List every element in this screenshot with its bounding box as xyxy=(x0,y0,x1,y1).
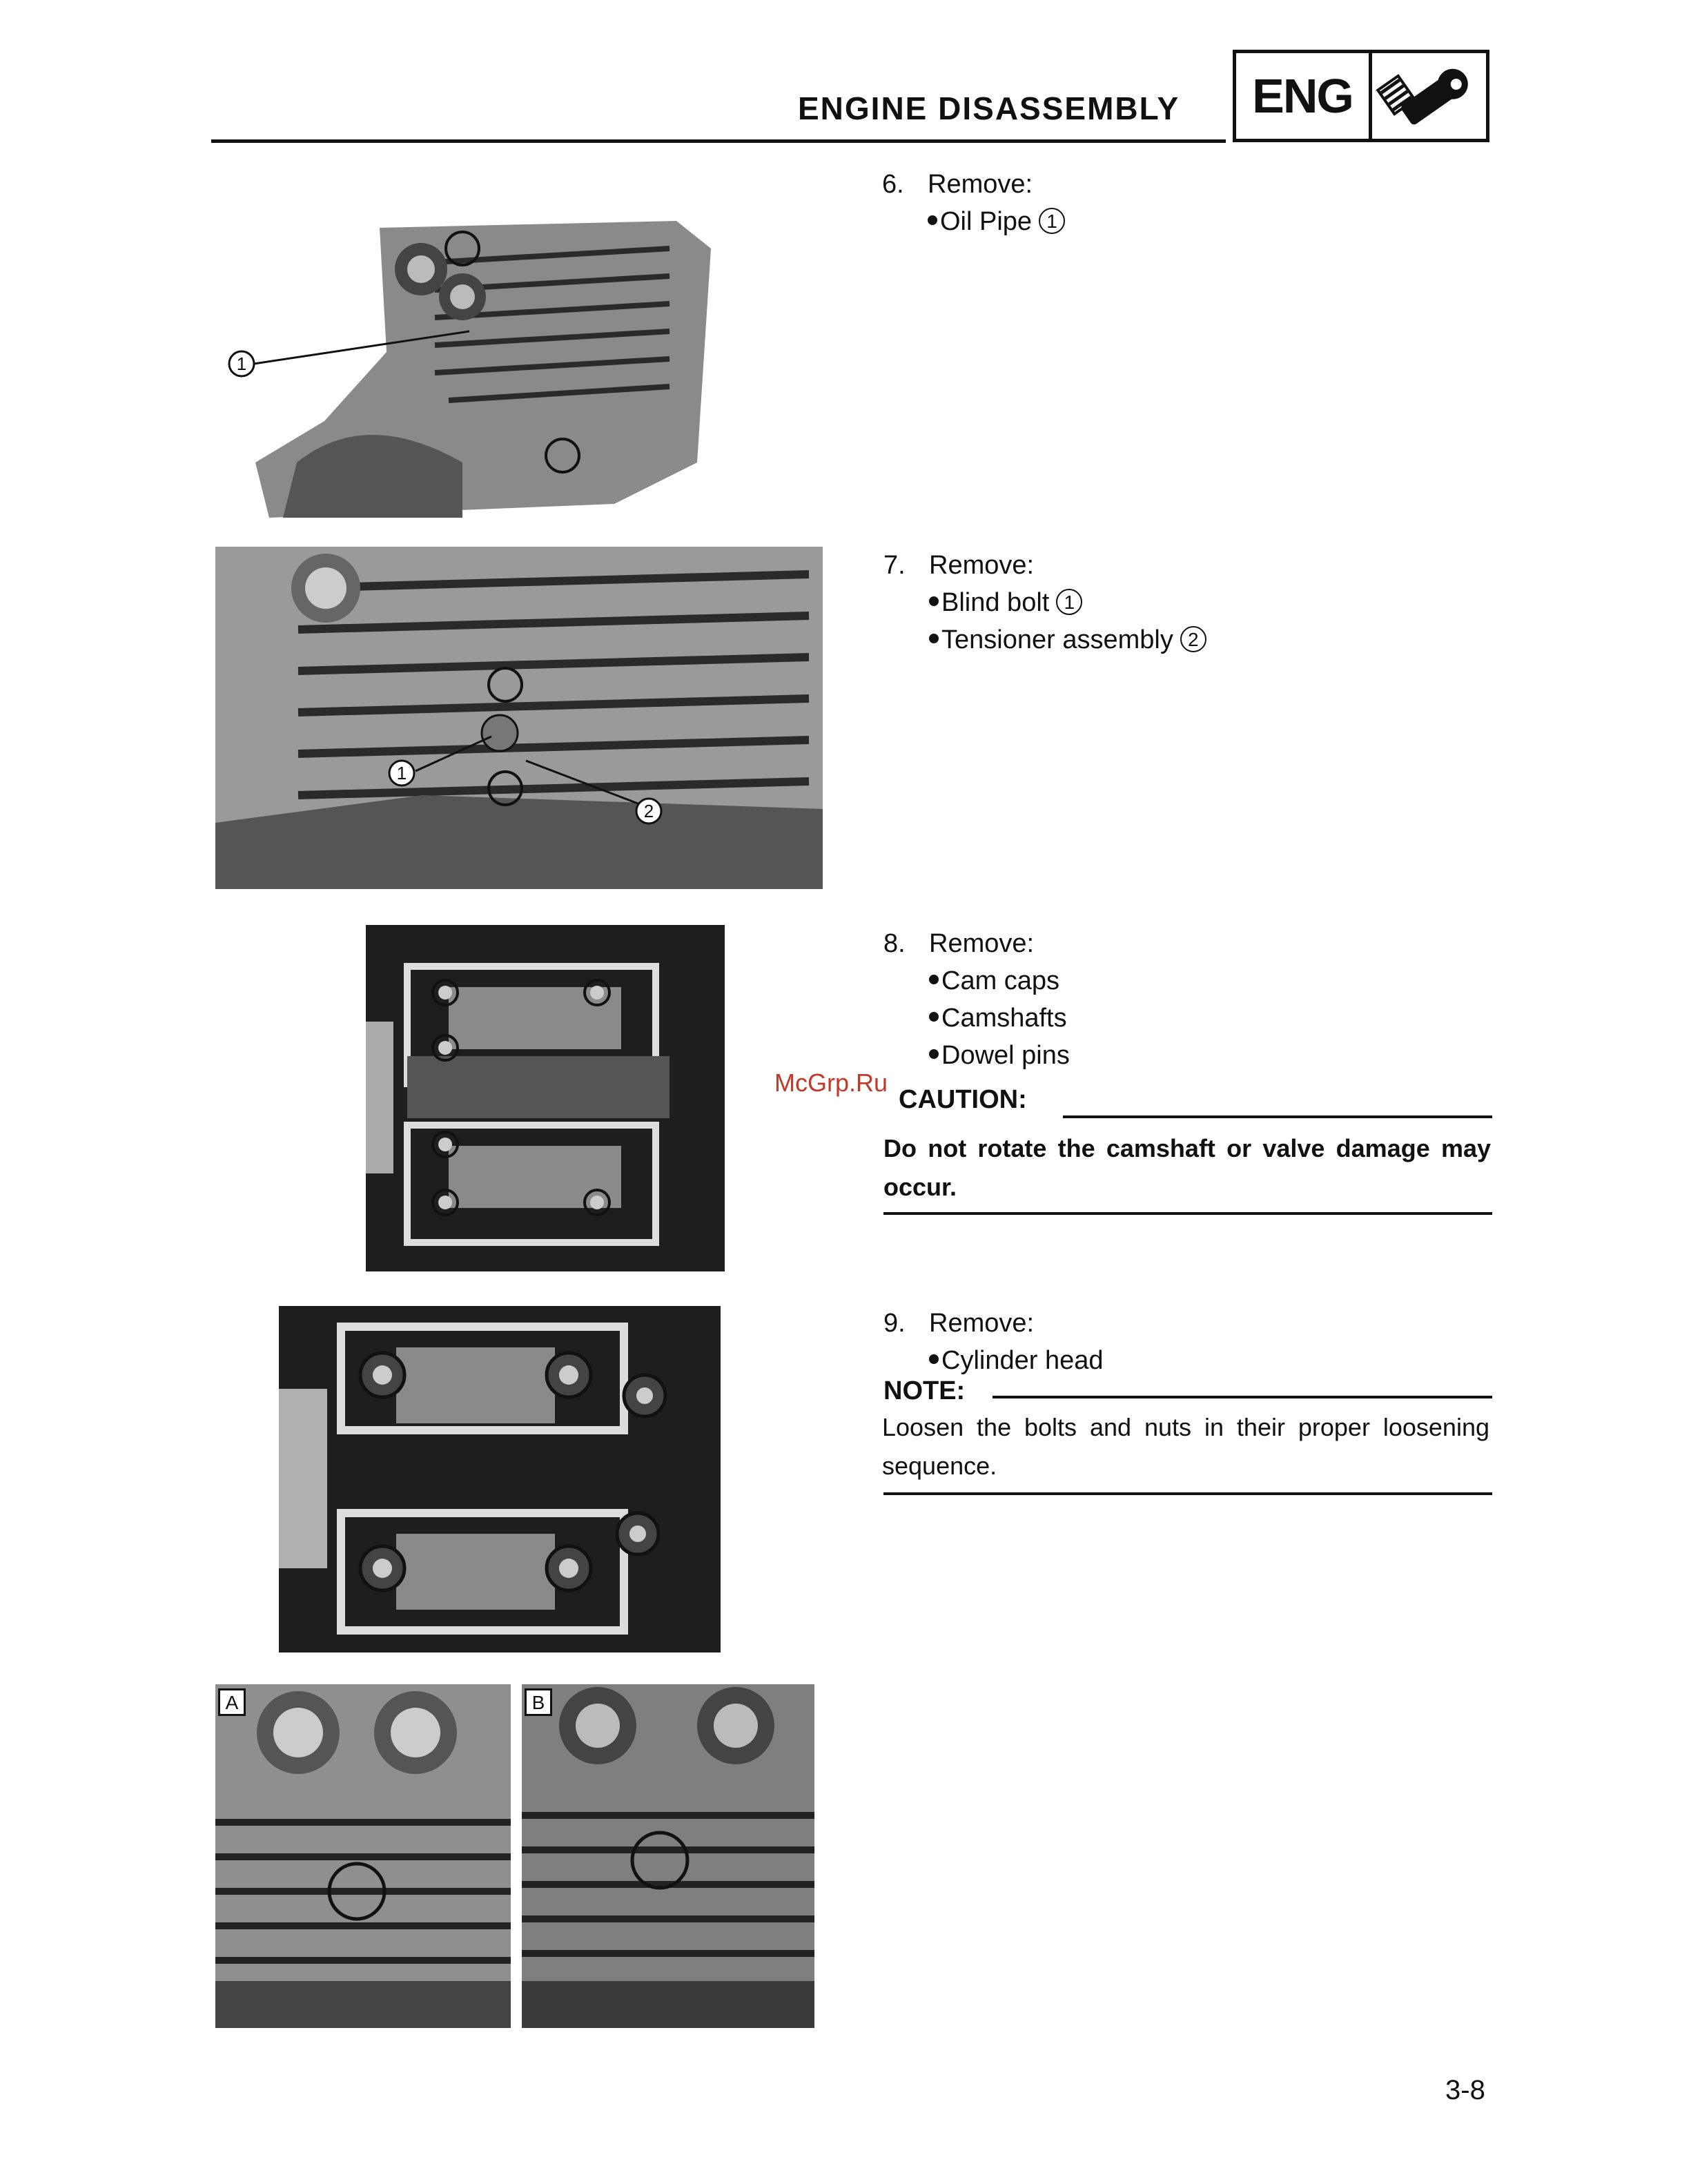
panel-b-label: B xyxy=(525,1688,552,1716)
section-badge-label: ENG xyxy=(1236,53,1372,139)
ref-number: 2 xyxy=(1180,625,1206,652)
ref-number: 1 xyxy=(1056,588,1083,615)
ref-number: 1 xyxy=(1039,207,1066,234)
watermark: McGrp.Ru xyxy=(774,1069,888,1097)
caution-label: CAUTION: xyxy=(899,1085,1027,1114)
step-item: Dowel pins xyxy=(941,1041,1070,1070)
bullet-icon xyxy=(929,1049,939,1059)
note-rule-bottom xyxy=(883,1492,1492,1495)
step-action: Remove: xyxy=(929,1309,1035,1338)
caution-rule-top xyxy=(1063,1115,1492,1118)
section-badge: ENG xyxy=(1233,50,1489,142)
step-9: 9. Remove: Cylinder head xyxy=(883,1305,1103,1379)
step-item: Blind bolt xyxy=(941,588,1050,617)
bullet-icon xyxy=(929,633,939,643)
caution-text: Do not rotate the camshaft or valve dama… xyxy=(883,1134,1491,1201)
bullet-icon xyxy=(929,974,939,984)
photo-panel-a xyxy=(215,1684,511,2028)
step-8: 8. Remove: Cam caps Camshafts Dowel pins xyxy=(883,925,1070,1074)
step-item: Camshafts xyxy=(941,1004,1067,1033)
panel-a-label: A xyxy=(218,1688,246,1716)
engine-wrench-icon xyxy=(1372,53,1486,139)
step-number: 7. xyxy=(883,551,906,580)
step-item: Cylinder head xyxy=(941,1346,1104,1375)
step-item: Cam caps xyxy=(941,966,1060,995)
bullet-icon xyxy=(929,596,939,606)
callout-1: 1 xyxy=(236,353,247,374)
callout-1: 1 xyxy=(396,763,407,783)
step-item: Tensioner assembly xyxy=(941,625,1173,654)
step-number: 6. xyxy=(882,170,904,199)
note-text: Loosen the bolts and nuts in their prope… xyxy=(882,1413,1489,1480)
bullet-icon xyxy=(929,1011,939,1022)
bullet-icon xyxy=(928,215,937,225)
photo-oil-pipe: 1 xyxy=(228,173,752,518)
photo-cylinder-head xyxy=(279,1306,721,1652)
step-number: 9. xyxy=(883,1309,906,1338)
note-rule-top xyxy=(993,1396,1492,1398)
step-action: Remove: xyxy=(929,929,1035,958)
photo-panel-b xyxy=(522,1684,814,2028)
photo-cam-caps xyxy=(366,925,725,1271)
photo-tensioner: 1 2 xyxy=(215,547,823,889)
step-action: Remove: xyxy=(928,170,1033,199)
caution-rule-bottom xyxy=(883,1212,1492,1215)
page-number: 3-8 xyxy=(1445,2075,1485,2105)
header-rule xyxy=(211,139,1226,143)
note-label: NOTE: xyxy=(883,1376,966,1405)
step-number: 8. xyxy=(883,929,906,958)
page-title: ENGINE DISASSEMBLY xyxy=(798,90,1180,126)
step-action: Remove: xyxy=(929,551,1035,580)
callout-2: 2 xyxy=(643,801,654,821)
step-item: Oil Pipe xyxy=(940,207,1033,236)
bullet-icon xyxy=(929,1354,939,1364)
